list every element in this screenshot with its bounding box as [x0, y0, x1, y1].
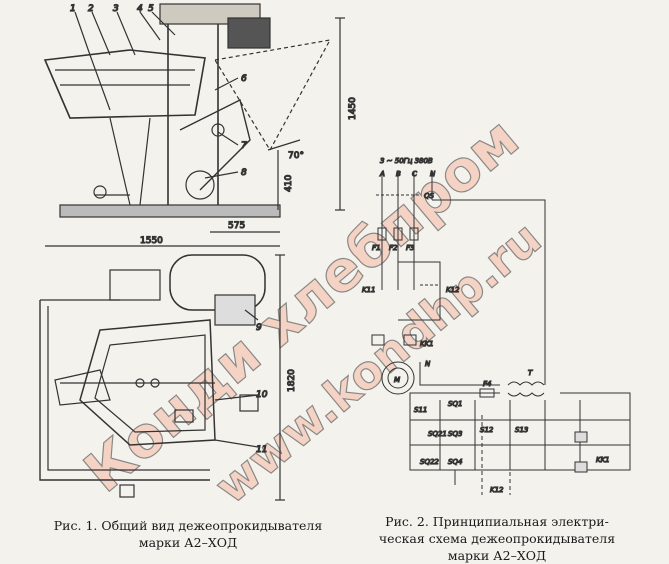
part-label-11: 11 — [256, 445, 267, 455]
part-label-3: 3 — [113, 4, 119, 14]
part-label-2: 2 — [88, 4, 94, 14]
part-label-5: 5 — [148, 4, 154, 14]
figure2-caption-line3: марки А2–ХОД — [447, 548, 547, 563]
dim-width-base: 575 — [228, 221, 245, 231]
s12-label: S12 — [480, 426, 494, 434]
f2-label: F2 — [389, 244, 398, 252]
figure2-caption-line2: ческая схема дежеопрокидывателя — [378, 531, 616, 546]
s13-label: S13 — [515, 426, 528, 434]
kk1-ctrl-label: KK1 — [596, 456, 610, 464]
figure2-caption: Рис. 2. Принципиальная электри- ческая с… — [362, 513, 632, 564]
figure2-caption-line1: Рис. 2. Принципиальная электри- — [385, 514, 609, 529]
figure1-caption-line1: Рис. 1. Общий вид дежеопрокидывателя — [53, 518, 323, 533]
f4-label: F4 — [483, 380, 491, 388]
sq3-label: SQ3 — [448, 430, 462, 438]
dim-angle: 70° — [288, 151, 304, 161]
phase-b: В — [396, 170, 401, 178]
dim-depth: 1820 — [287, 369, 297, 392]
part-label-1: 1 — [70, 4, 76, 14]
kk1-label: KK1 — [420, 340, 434, 348]
k12-ctrl-label: K12 — [490, 486, 504, 494]
part-label-7: 7 — [241, 141, 247, 151]
phase-n: N — [430, 170, 436, 178]
f3-label: F3 — [406, 244, 414, 252]
sq21-label: SQ21 — [428, 430, 447, 438]
s11-label: S11 — [414, 406, 427, 414]
part-label-9: 9 — [256, 323, 262, 333]
sq22-label: SQ22 — [420, 458, 439, 466]
part-label-8: 8 — [241, 168, 247, 178]
fig2-schematic — [371, 172, 631, 495]
qs-label: QS — [424, 192, 435, 200]
sq1-label: SQ1 — [448, 400, 462, 408]
part-label-10: 10 — [256, 390, 268, 400]
n-label: N — [425, 360, 431, 368]
phase-a: А — [379, 170, 385, 178]
fig1-plan-view — [39, 254, 285, 501]
part-label-6: 6 — [241, 74, 247, 84]
fig1-side-view — [43, 3, 345, 247]
transformer-label: T — [528, 369, 533, 377]
supply-label: 3 ~ 50Гц 380В — [380, 157, 433, 165]
k11-label: K11 — [362, 286, 376, 294]
sq4-label: SQ4 — [448, 458, 462, 466]
phase-c: С — [412, 170, 417, 178]
motor-label: M — [394, 376, 400, 384]
dim-height-low: 410 — [284, 175, 294, 192]
k12-label: K12 — [446, 286, 460, 294]
dim-width-total: 1550 — [140, 236, 163, 246]
dim-height-total: 1450 — [348, 97, 358, 120]
figure1-caption-line2: марки А2–ХОД — [138, 535, 238, 550]
part-label-4: 4 — [137, 4, 143, 14]
f1-label: F1 — [372, 244, 380, 252]
figure1-caption: Рис. 1. Общий вид дежеопрокидывателя мар… — [38, 517, 338, 551]
